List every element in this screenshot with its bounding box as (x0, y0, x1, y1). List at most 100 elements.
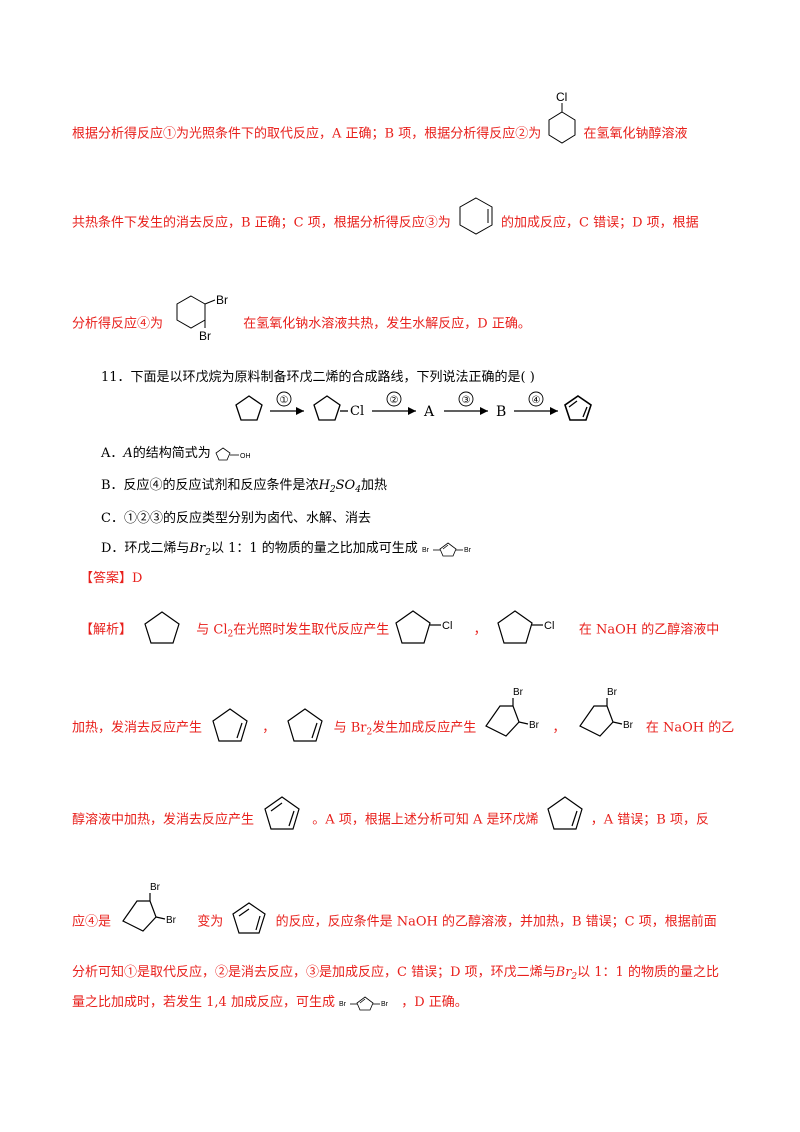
subscript: 2 (227, 629, 234, 640)
text: 以 1：1 的物质的量之比 (577, 965, 719, 980)
br-label: Br (216, 293, 228, 307)
option-c: C．①②③的反应类型分别为卤代、水解、消去 (101, 507, 371, 526)
dibromocyclopentane-structure: Br Br (574, 684, 642, 744)
formula-br: Br (555, 965, 572, 980)
question-number: 11． (101, 370, 131, 385)
dibromocyclopentene-structure: Br Br (339, 995, 397, 1011)
analysis-label: 【解析】 (80, 622, 133, 638)
answer: 【答案】D (80, 567, 142, 586)
text: 与 Cl (196, 622, 228, 638)
cyclopentadiene (564, 395, 592, 421)
prev-analysis-line-3: 分析得反应④为 Br Br 在氢氧化钠水溶液共热，发生水解反应，D 正确。 (72, 293, 531, 342)
option-letter: A． (101, 446, 124, 461)
br-label: Br (513, 687, 524, 698)
text: 醇溶液中加热，发消去反应产生 (72, 812, 255, 828)
cl-label: Cl (556, 90, 567, 104)
analysis-line-1: 【解析】 与 Cl2在光照时发生取代反应产生 Cl ， Cl 在 NaOH 的乙… (80, 610, 720, 648)
text: 在氢氧化钠醇溶液 (583, 126, 688, 142)
dibromocyclopentane-structure: Br Br (480, 684, 548, 744)
subscript: 4 (355, 485, 361, 495)
answer-value: D (132, 571, 143, 586)
dibromocyclohexane-structure: Br Br (171, 292, 235, 342)
text: 变为 (197, 914, 224, 930)
question-text: 下面是以环戊烷为原料制备环戊二烯的合成路线，下列说法正确的是( ) (130, 370, 535, 385)
chlorocyclopentane (313, 395, 341, 421)
cyclopentadiene-structure (260, 794, 304, 832)
analysis-line-2: 加热，发消去反应产生 ， 与 Br2发生加成反应产生 Br Br ， Br Br (72, 687, 734, 744)
cyclopentane (235, 395, 263, 421)
br-label: Br (607, 687, 618, 698)
option-b: B．反应④的反应试剂和反应条件是浓H2SO4加热 (101, 474, 387, 495)
br-label: Br (199, 329, 211, 342)
text: 。A 项，根据上述分析可知 A 是环戊烯 (312, 812, 539, 828)
prev-analysis-line-2: 共热条件下发生的消去反应，B 正确；C 项，根据分析得反应③为 的加成反应，C … (72, 197, 699, 236)
text: D．环戊二烯与 (101, 541, 190, 556)
subscript: 2 (205, 548, 211, 558)
cl-label: Cl (350, 404, 364, 419)
subscript: 2 (571, 972, 578, 982)
text: 的结构简式为 (132, 446, 211, 461)
step-4-label: ④ (532, 395, 541, 406)
text: 量之比加成时，若发生 1,4 加成反应，可生成 (72, 995, 335, 1010)
text: 应④是 (72, 914, 112, 930)
oh-label: OH (240, 453, 251, 460)
synthesis-route: ① Cl ② A ③ B ④ (232, 390, 612, 430)
text: ， (552, 720, 566, 736)
analysis-line-4: 应④是 Br Br 变为 的反应，反应条件是 NaOH 的乙醇溶液，并加热，B … (72, 882, 717, 939)
br-label: Br (464, 547, 472, 554)
step-2-label: ② (390, 395, 399, 406)
chlorocyclohexane-structure: Cl (547, 90, 577, 152)
text: 分析可知①是取代反应，②是消去反应，③是加成反应，C 错误；D 项，环戊二烯与 (72, 965, 556, 980)
text: 与 Br (333, 720, 367, 736)
text: 根据分析得反应①为光照条件下的取代反应，A 正确；B 项，根据分析得反应②为 (72, 126, 542, 142)
text: 分析得反应④为 (72, 316, 164, 332)
dibromocyclopentene-structure: Br Br (422, 541, 478, 557)
chlorocyclopentane-structure: Cl (393, 608, 469, 648)
analysis-line-5: 分析可知①是取代反应，②是消去反应，③是加成反应，C 错误；D 项，环戊二烯与B… (72, 961, 719, 982)
text: 在 NaOH 的乙醇溶液中 (578, 622, 720, 638)
step-3-label: ③ (462, 395, 471, 406)
option-d: D．环戊二烯与Br2以 1：1 的物质的量之比加成可生成 Br Br (101, 537, 478, 558)
br-label: Br (150, 882, 161, 893)
text: ，D 正确。 (401, 995, 468, 1010)
text: 加热 (360, 478, 387, 493)
cl-label: Cl (442, 620, 452, 632)
text: 加热，发消去反应产生 (72, 720, 203, 736)
intermediate-b: B (496, 404, 506, 420)
intermediate-a: A (423, 404, 435, 420)
text: 共热条件下发生的消去反应，B 正确；C 项，根据分析得反应③为 (72, 215, 451, 231)
br-label: Br (166, 915, 177, 926)
cyclopentene-structure (545, 794, 585, 832)
br-label: Br (381, 1001, 389, 1008)
chlorocyclopentane-structure: Cl (495, 608, 571, 648)
text: 发生加成反应产生 (372, 720, 477, 736)
answer-label: 【答案】 (80, 571, 133, 586)
br-label: Br (422, 547, 430, 554)
text: 的加成反应，C 错误；D 项，根据 (501, 215, 699, 231)
br-label: Br (529, 720, 540, 731)
text: 在氢氧化钠水溶液共热，发生水解反应，D 正确。 (243, 316, 531, 332)
dibromocyclopentane-structure: Br Br (117, 879, 185, 939)
text: ， (262, 720, 276, 736)
br-label: Br (623, 720, 634, 731)
text: 以 1：1 的物质的量之比加成可生成 (210, 541, 418, 556)
question-stem: 11．下面是以环戊烷为原料制备环戊二烯的合成路线，下列说法正确的是( ) (101, 366, 535, 385)
step-1-label: ① (280, 395, 289, 406)
text: 在光照时发生取代反应产生 (233, 622, 390, 638)
formula-br: Br (189, 541, 206, 556)
cyclopentanol-structure: OH (215, 447, 259, 461)
formula-so: SO (335, 478, 356, 493)
variable-a: A (123, 446, 133, 461)
analysis-line-3: 醇溶液中加热，发消去反应产生 。A 项，根据上述分析可知 A 是环戊烯 ，A 错… (72, 796, 709, 832)
cyclohexene-structure (457, 196, 495, 236)
formula-h: H (318, 478, 330, 493)
cyclopentane-structure (142, 610, 182, 646)
cl-label: Cl (544, 620, 554, 632)
br-label: Br (339, 1001, 347, 1008)
text: ， (473, 622, 487, 638)
text: ，A 错误；B 项，反 (590, 812, 709, 828)
subscript: 2 (329, 485, 336, 495)
option-a: A．A的结构简式为 OH (101, 442, 259, 461)
cyclopentadiene-structure (229, 900, 269, 936)
cyclopentene-structure (285, 706, 325, 744)
